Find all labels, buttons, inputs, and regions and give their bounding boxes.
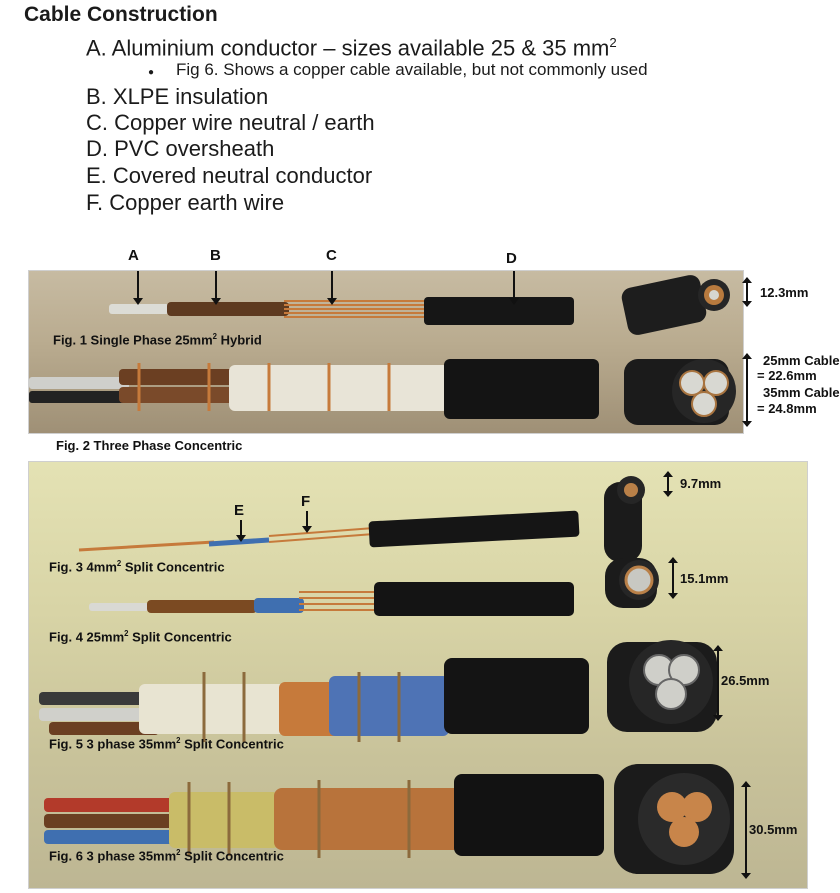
fig4-caption: Fig. 4 25mm2 Split Concentric (49, 629, 232, 645)
fig5-caption: Fig. 5 3 phase 35mm2 Split Concentric (49, 736, 284, 752)
fig2-dim-line-4: = 24.8mm (757, 401, 817, 416)
cable-photo-split-concentric: E F Fig. 3 4mm2 Split Concentric Fig. 4 … (28, 461, 808, 889)
pointer-arrow-a (133, 271, 143, 305)
fig1-dimension: 12.3mm (760, 285, 809, 300)
pointer-label-f: F (301, 493, 311, 510)
cable-photo-single-and-three-phase: Fig. 1 Single Phase 25mm2 Hybrid (28, 270, 744, 434)
fig4-dimension-marker (668, 557, 678, 599)
pointer-arrow-f (302, 511, 312, 533)
fig1-dimension-marker (742, 277, 752, 307)
pointer-label-a: A (128, 247, 139, 264)
page-heading: Cable Construction (24, 3, 218, 26)
fig2-dim-line-2: = 22.6mm (757, 368, 817, 383)
bullet-icon: ● (148, 67, 155, 78)
fig6-caption: Fig. 6 3 phase 35mm2 Split Concentric (49, 848, 284, 864)
fig6-dimension: 30.5mm (749, 822, 798, 837)
list-item-a-text: A. Aluminium conductor – sizes available… (86, 35, 610, 61)
fig2-dim-line-3: 35mm Cable (763, 385, 840, 400)
list-item-c: C. Copper wire neutral / earth (86, 110, 375, 135)
fig3-dimension-marker (663, 471, 673, 497)
pointer-label-c: C (326, 247, 337, 264)
cable-illustration-bottom (39, 476, 734, 874)
list-item-b: B. XLPE insulation (86, 84, 269, 109)
fig3-dimension: 9.7mm (680, 476, 722, 491)
fig2-caption: Fig. 2 Three Phase Concentric (56, 438, 243, 453)
list-item-f: F. Copper earth wire (86, 190, 285, 215)
list-item-e: E. Covered neutral conductor (86, 163, 373, 188)
bullet-note: ● Fig 6. Shows a copper cable available, … (148, 60, 648, 80)
pointer-label-d: D (506, 250, 517, 267)
fig3-caption: Fig. 3 4mm2 Split Concentric (49, 559, 225, 575)
fig2-dimension-marker (742, 353, 752, 427)
list-item-d: D. PVC oversheath (86, 136, 275, 161)
pointer-label-e: E (234, 502, 245, 519)
fig1-caption: Fig. 1 Single Phase 25mm2 Hybrid (53, 332, 262, 348)
pointer-arrow-c (327, 271, 337, 305)
pointer-arrow-b (211, 271, 221, 305)
fig4-dimension: 15.1mm (680, 571, 729, 586)
pointer-label-b: B (210, 247, 221, 264)
fig5-dimension: 26.5mm (721, 673, 770, 688)
fig5-dimension-marker (713, 645, 723, 721)
cable-illustration-top (29, 275, 736, 425)
pointer-arrow-d (509, 271, 519, 305)
fig6-dimension-marker (741, 781, 751, 879)
superscript-2: 2 (609, 35, 617, 50)
fig2-dim-line-1: 25mm Cable (763, 353, 840, 368)
bullet-note-text: Fig 6. Shows a copper cable available, b… (176, 60, 648, 79)
list-item-a: A. Aluminium conductor – sizes available… (86, 30, 617, 61)
pointer-arrow-e (236, 520, 246, 542)
